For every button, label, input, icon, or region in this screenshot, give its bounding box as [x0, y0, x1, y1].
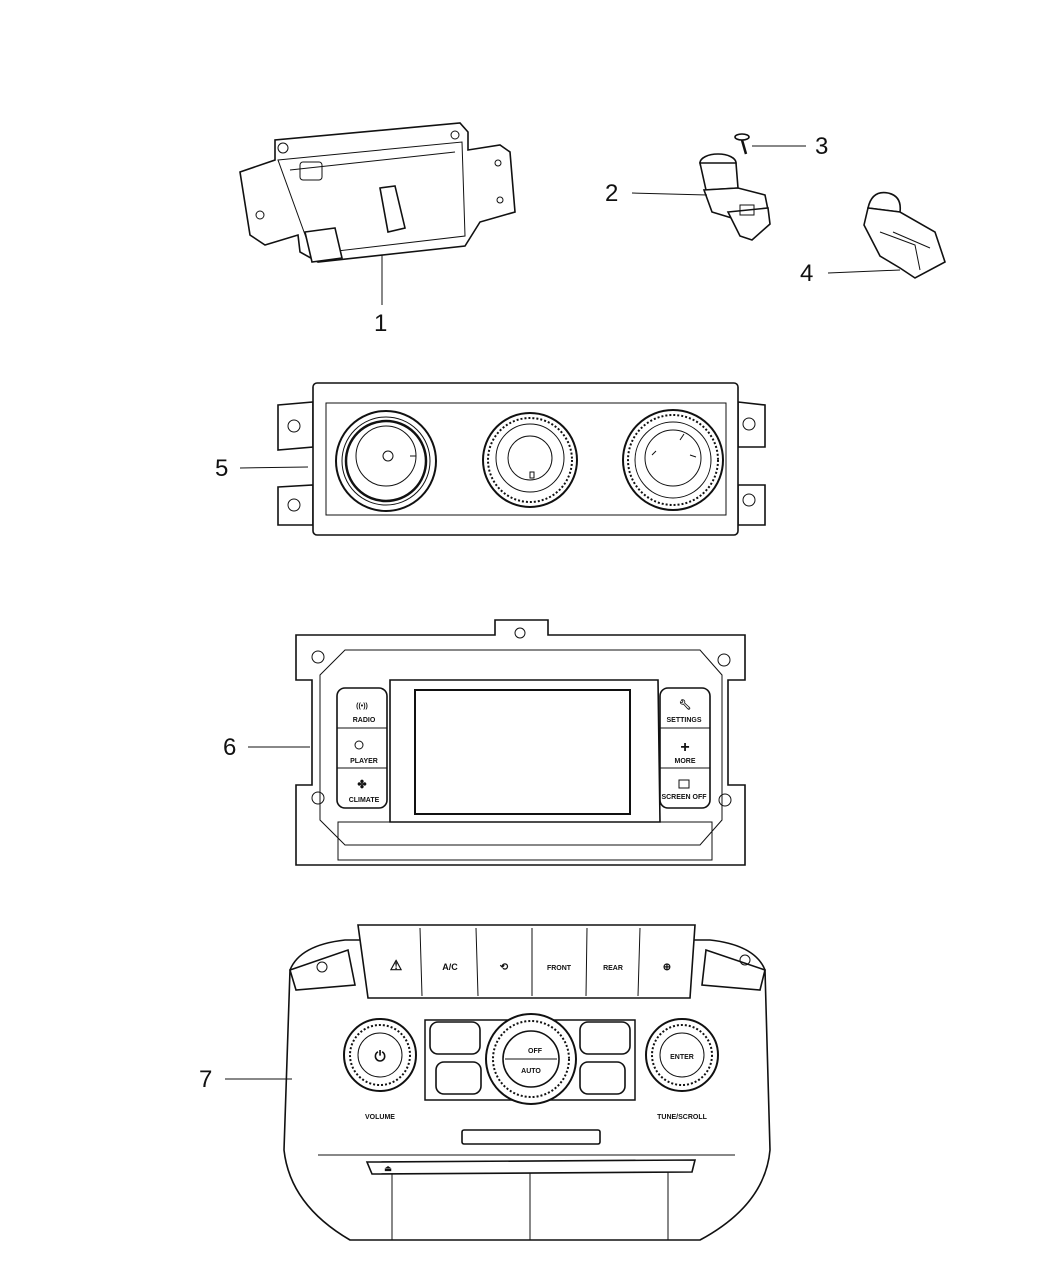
screen-icon: [678, 779, 690, 789]
eject-icon[interactable]: ⏏: [384, 1164, 392, 1173]
callout-5-leader: [239, 466, 309, 469]
callout-6-label: 6: [223, 734, 236, 761]
part-5-hvac-knob-panel: [277, 382, 766, 536]
callout-4-label: 4: [800, 260, 813, 287]
screen-off-button[interactable]: SCREEN OFF: [661, 794, 707, 801]
settings-button[interactable]: SETTINGS: [666, 717, 701, 724]
enter-knob-label[interactable]: ENTER: [670, 1054, 694, 1061]
plus-icon: +: [680, 739, 689, 756]
radio-icon: ((•)): [356, 703, 368, 710]
off-button[interactable]: OFF: [528, 1048, 543, 1055]
ac-button[interactable]: A/C: [442, 962, 458, 972]
wrench-icon: 🔧︎: [679, 699, 692, 711]
callout-7-label: 7: [199, 1066, 212, 1093]
hazard-icon[interactable]: ⚠: [390, 957, 403, 973]
more-button[interactable]: MORE: [675, 758, 696, 765]
player-icon: [354, 740, 364, 750]
part-7-center-stack-panel: ⚠ A/C ⟲ FRONT REAR ⊕ OFF AUTO ⏻ VOLUME E…: [283, 924, 771, 1241]
callout-4-leader: [827, 269, 901, 274]
callout-2-leader: [631, 192, 708, 196]
part-6-display-bezel: ((•)) RADIO PLAYER ✤ CLIMATE 🔧︎ SETTINGS…: [295, 619, 746, 866]
callout-2-label: 2: [605, 180, 618, 207]
part-2-sensor-switch: [699, 153, 771, 241]
callout-5-label: 5: [215, 455, 228, 482]
recirc-icon[interactable]: ⟲: [500, 962, 509, 973]
part-3-screw: [734, 133, 750, 155]
power-icon: ⏻: [374, 1048, 385, 1064]
front-defrost-button[interactable]: FRONT: [547, 965, 572, 972]
seat-icon[interactable]: ⊕: [663, 962, 671, 973]
radio-button[interactable]: RADIO: [353, 717, 376, 724]
player-button[interactable]: PLAYER: [350, 758, 378, 765]
callout-3-label: 3: [815, 133, 828, 160]
part-4-connector: [863, 191, 946, 279]
volume-knob-label: VOLUME: [365, 1114, 395, 1121]
auto-button[interactable]: AUTO: [521, 1068, 541, 1075]
tune-scroll-label: TUNE/SCROLL: [657, 1114, 708, 1121]
callout-1-label: 1: [374, 310, 387, 337]
fan-icon: ✤: [357, 779, 366, 791]
part-1-control-module: [239, 122, 516, 263]
climate-button[interactable]: CLIMATE: [349, 797, 380, 804]
rear-defrost-button[interactable]: REAR: [603, 965, 623, 972]
